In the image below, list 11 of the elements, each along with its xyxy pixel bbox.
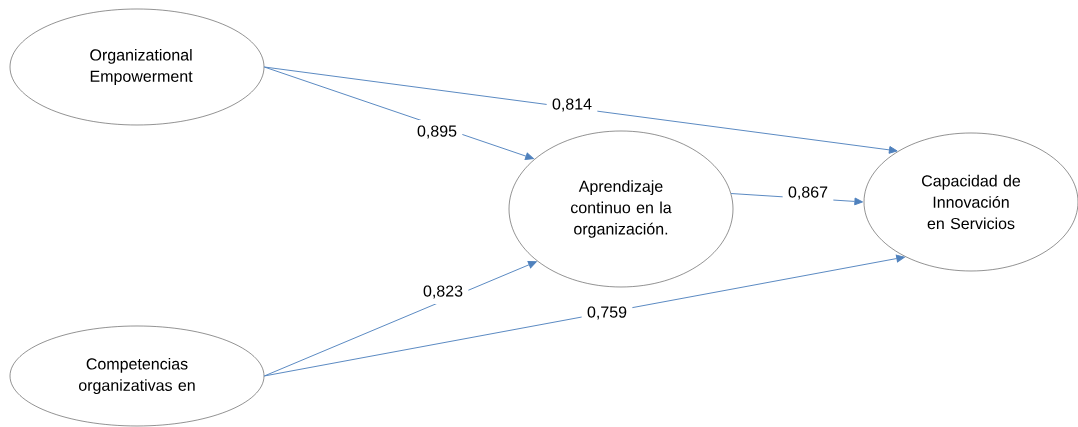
- edge-label: 0,867: [782, 181, 834, 205]
- edge-label: 0,895: [411, 120, 463, 144]
- ellipse-node: Competencias organizativas en: [9, 325, 265, 427]
- arrow: [263, 261, 537, 377]
- edge-label: 0,814: [546, 93, 598, 117]
- arrow: [263, 66, 898, 154]
- edge-label: 0,823: [417, 280, 469, 304]
- arrow: [263, 254, 905, 377]
- ellipse-node: Aprendizaje continuo en la organización.: [508, 130, 734, 288]
- ellipse-node: Organizational Empowerment: [9, 8, 265, 126]
- edge-label: 0,759: [581, 301, 633, 325]
